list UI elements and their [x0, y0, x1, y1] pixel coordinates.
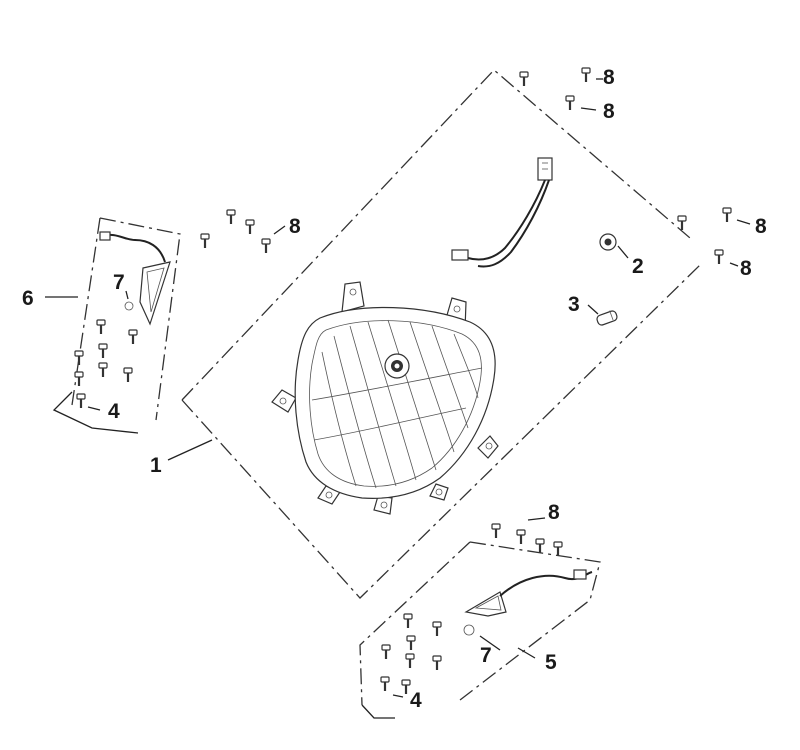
callout-8-top-2: 8 — [603, 100, 615, 123]
callout-labels: 1 2 3 4 4 5 6 7 7 8 8 8 8 8 8 8 — [22, 66, 767, 712]
callout-8-left: 8 — [289, 215, 301, 238]
callout-8-right-1: 8 — [755, 215, 767, 238]
bulb-socket-part-2 — [599, 233, 617, 251]
leader-lines — [45, 78, 751, 698]
lens-ribs — [311, 319, 483, 489]
callout-4-right: 4 — [410, 689, 422, 712]
callout-1: 1 — [150, 454, 162, 477]
callout-7-right: 7 — [480, 644, 492, 667]
callout-8-right-2: 8 — [740, 257, 752, 280]
callout-8-bottom: 8 — [548, 501, 560, 524]
callout-3: 3 — [568, 293, 580, 316]
headlight-unit — [271, 281, 499, 515]
headlight-wiring-harness — [451, 157, 553, 268]
callout-8-top-1: 8 — [603, 66, 615, 89]
main-assembly-outline — [181, 69, 701, 599]
callout-6: 6 — [22, 287, 34, 310]
right-signal-screws — [379, 612, 443, 696]
callout-2: 2 — [632, 255, 644, 278]
bulb-part-3 — [596, 310, 618, 326]
left-signal-screws — [73, 318, 139, 410]
left-turn-signal — [52, 217, 181, 434]
right-turn-signal — [359, 541, 601, 719]
callout-7-left: 7 — [113, 271, 125, 294]
callout-4-left: 4 — [108, 400, 120, 423]
callout-5: 5 — [545, 651, 557, 674]
